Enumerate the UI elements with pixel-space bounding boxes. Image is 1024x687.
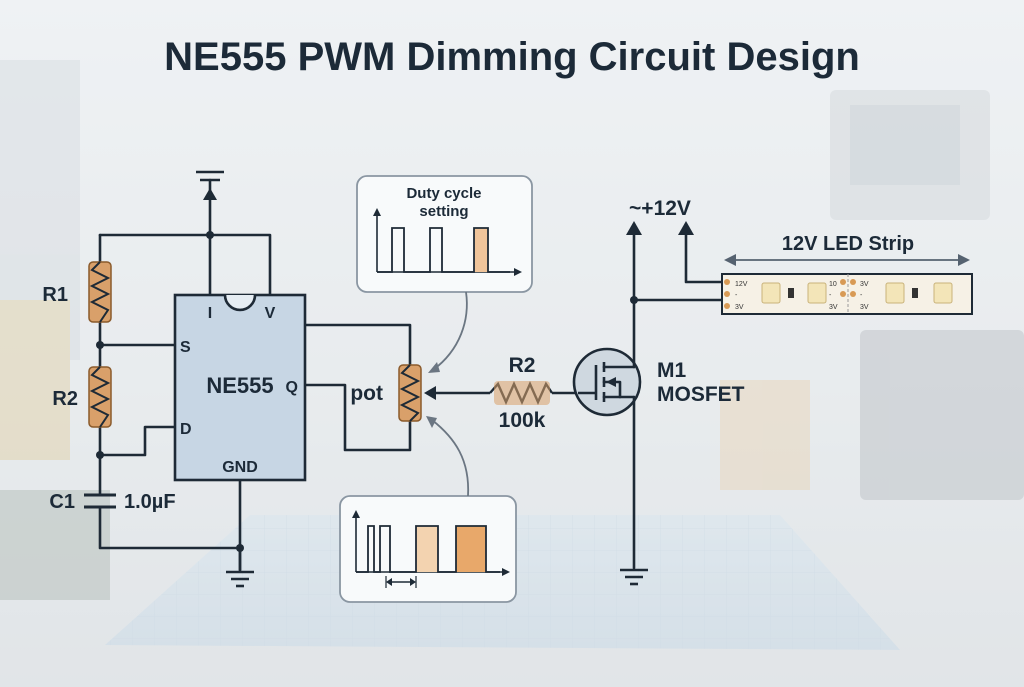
mosfet-type: MOSFET	[657, 383, 745, 406]
led-pad-left-3: 3V	[735, 304, 744, 311]
duty-cycle-callout	[356, 175, 533, 293]
resistor-r1	[88, 261, 112, 323]
ground-symbol-right	[620, 568, 648, 586]
top-ground-symbol	[196, 170, 224, 200]
callout-pointer-head	[426, 416, 437, 428]
callout-pointer	[431, 419, 469, 497]
r2-right-value: 100k	[499, 409, 546, 432]
resistor-r2-left	[88, 366, 112, 428]
potentiometer	[398, 364, 490, 422]
led-pad-right-b-1: 3V	[860, 281, 869, 288]
duty-cycle-line2: setting	[419, 203, 468, 220]
resistor-r2-right	[489, 381, 578, 405]
ne555-ic	[173, 293, 307, 482]
ground-symbol-left	[226, 570, 254, 588]
mosfet-ref: M1	[657, 359, 686, 382]
pot-label: pot	[350, 382, 383, 405]
junction-dot	[96, 451, 104, 459]
supply-arrow	[678, 221, 694, 235]
led-pad-right-b-2: -	[860, 292, 863, 299]
pin-i-label: I	[208, 305, 212, 322]
c1-label: C1	[49, 491, 75, 513]
pin-q-label: Q	[286, 379, 298, 396]
junction-dot	[96, 341, 104, 349]
c1-value: 1.0µF	[124, 491, 176, 513]
led-pad-right-b-3: 3V	[860, 304, 869, 311]
page-title: NE555 PWM Dimming Circuit Design	[164, 35, 860, 79]
led-pad-right-2: -	[829, 292, 832, 299]
supply-label: ~+12V	[629, 197, 691, 220]
junction-dot	[630, 296, 638, 304]
pin-d-label: D	[180, 421, 192, 438]
led-pad-right-3: 3V	[829, 304, 838, 311]
junction-dot	[206, 231, 214, 239]
ic-label: NE555	[206, 373, 273, 398]
led-strip-label: 12V LED Strip	[782, 233, 914, 255]
led-pad-right-1: 10	[829, 281, 837, 288]
led-pad-left-2: -	[735, 292, 738, 299]
mosfet-m1	[572, 347, 642, 417]
wires-right	[632, 230, 724, 570]
capacitor-c1	[84, 493, 116, 509]
led-strip	[721, 273, 973, 315]
supply-arrow	[626, 221, 642, 235]
pin-gnd-label: GND	[222, 459, 258, 476]
led-pad-left-1: 12V	[735, 281, 748, 288]
r2-right-label: R2	[509, 354, 536, 377]
duty-cycle-line1: Duty cycle	[406, 185, 481, 202]
led-strip-span-arrow	[724, 254, 970, 266]
callout-pointer-head	[428, 362, 440, 373]
r1-label: R1	[42, 284, 68, 306]
r2-left-label: R2	[52, 388, 78, 410]
output-waveform-callout	[339, 495, 517, 603]
callout-pointer	[432, 291, 468, 371]
junction-dot	[236, 544, 244, 552]
pin-v-label: V	[265, 305, 276, 322]
pin-s-label: S	[180, 339, 191, 356]
